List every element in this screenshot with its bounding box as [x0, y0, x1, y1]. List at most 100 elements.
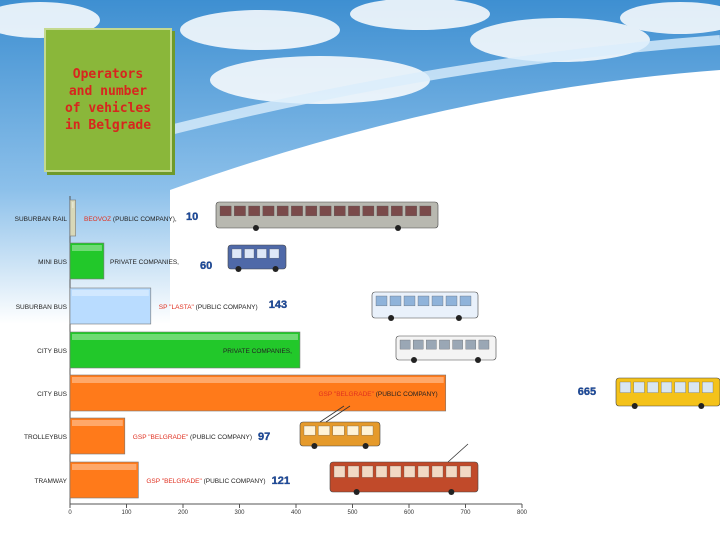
vehicle-window — [660, 381, 673, 393]
trolleybus-icon — [299, 405, 381, 449]
bus-icon — [371, 291, 479, 321]
vehicle-window — [426, 339, 437, 350]
vehicle-window — [399, 339, 411, 350]
vehicle-window — [431, 465, 444, 478]
x-tick-label: 700 — [460, 510, 471, 516]
train-icon — [215, 201, 439, 231]
vehicle-window — [452, 339, 463, 350]
operator-label: GSP "BELGRADE" (PUBLIC COMPANY) — [318, 391, 437, 398]
vehicle-window — [291, 205, 303, 217]
vehicle-window — [262, 205, 275, 217]
category-label: TROLLEYBUS — [24, 434, 68, 441]
vehicle-window — [688, 381, 700, 393]
vehicle-window — [403, 465, 416, 478]
operator-label: PRIVATE COMPANIES, — [110, 259, 179, 266]
vehicle-wheel — [411, 357, 417, 363]
vehicle-wheel — [388, 315, 395, 321]
value-label: 60 — [200, 260, 212, 272]
vehicle-window — [412, 339, 424, 350]
category-label: SUBURBAN BUS — [16, 304, 68, 311]
category-label: TRAMWAY — [35, 478, 68, 485]
vehicle-window — [389, 465, 402, 478]
vehicle-window — [647, 381, 659, 393]
vehicle-window — [332, 425, 345, 436]
x-tick-label: 100 — [121, 510, 132, 516]
bus-icon — [395, 335, 497, 363]
operator-label: BEOVOZ (PUBLIC COMPANY), — [84, 216, 177, 223]
vehicle-window — [478, 339, 490, 350]
x-tick-label: 0 — [68, 510, 72, 516]
operator-suffix: (PUBLIC COMPANY) — [188, 434, 252, 441]
vehicle-window — [276, 205, 289, 217]
bar — [69, 242, 105, 280]
vehicle-window — [348, 205, 360, 217]
vehicle-window — [244, 248, 255, 259]
vehicle-window — [459, 465, 472, 478]
operator-label: GSP "BELGRADE" (PUBLIC COMPANY) — [133, 434, 252, 441]
trolley-pole — [325, 405, 351, 423]
vehicle-window — [674, 381, 686, 393]
x-tick-label: 500 — [347, 510, 358, 516]
title-box: Operators and number of vehicles in Belg… — [44, 28, 172, 172]
vehicle-wheel — [272, 266, 279, 272]
operator-label: PRIVATE COMPANIES, — [223, 348, 292, 355]
vehicle-wheel — [631, 403, 638, 409]
operator-name: BEOVOZ — [84, 216, 111, 223]
x-tick-label: 200 — [178, 510, 189, 516]
operator-name: GSP "BELGRADE" — [146, 478, 202, 485]
vehicle-wheel — [448, 489, 455, 495]
x-tick-label: 400 — [291, 510, 302, 516]
value-label: 10 — [186, 211, 198, 223]
vehicle-window — [219, 205, 232, 217]
vehicle-wheel — [362, 443, 369, 449]
category-label: CITY BUS — [37, 391, 68, 398]
vehicle-window — [269, 248, 280, 259]
vehicle-window — [234, 205, 246, 217]
vehicle-window — [361, 465, 374, 478]
vehicle-wheel — [475, 357, 481, 363]
vehicle-window — [231, 248, 242, 259]
vehicle-window — [361, 425, 374, 436]
value-label: 121 — [272, 475, 290, 487]
value-label: 143 — [269, 299, 287, 311]
vehicle-window — [439, 339, 450, 350]
vehicle-wheel — [353, 489, 360, 495]
operator-suffix: (PUBLIC COMPANY), — [111, 216, 177, 223]
vehicle-window — [333, 205, 346, 217]
bar-highlight — [72, 202, 74, 208]
vehicle-window — [347, 425, 359, 436]
vehicle-window — [391, 205, 403, 217]
vehicle-window — [431, 295, 444, 307]
bar-highlight — [72, 334, 298, 340]
operator-name: SP "LASTA" — [159, 304, 195, 311]
operator-suffix: (PUBLIC COMPANY) — [202, 478, 266, 485]
bar-highlight — [72, 377, 444, 383]
vehicle-window — [248, 205, 260, 217]
bar-highlight — [72, 420, 123, 426]
vehicle-window — [303, 425, 316, 436]
operator-suffix: PRIVATE COMPANIES, — [223, 348, 292, 355]
bar — [69, 461, 139, 499]
bar — [69, 374, 447, 412]
vehicle-window — [403, 295, 416, 307]
pantograph — [447, 443, 469, 463]
vehicle-window — [375, 295, 388, 307]
minibus-icon — [227, 244, 287, 272]
x-tick-label: 600 — [404, 510, 415, 516]
tram-icon — [329, 443, 479, 495]
operator-label: SP "LASTA" (PUBLIC COMPANY) — [159, 304, 258, 311]
category-label: SUBURBAN RAIL — [15, 216, 68, 223]
value-label: 97 — [258, 431, 270, 443]
operator-label: GSP "BELGRADE" (PUBLIC COMPANY) — [146, 478, 265, 485]
bus-icon — [615, 377, 720, 409]
operator-name: GSP "BELGRADE" — [318, 391, 374, 398]
bar — [69, 331, 301, 369]
vehicle-window — [633, 381, 645, 393]
vehicle-window — [347, 465, 360, 478]
vehicle-wheel — [235, 266, 242, 272]
bar-highlight — [72, 464, 137, 470]
vehicle-wheel — [455, 315, 462, 321]
bar-highlight — [72, 245, 102, 251]
vehicle-window — [318, 425, 330, 436]
